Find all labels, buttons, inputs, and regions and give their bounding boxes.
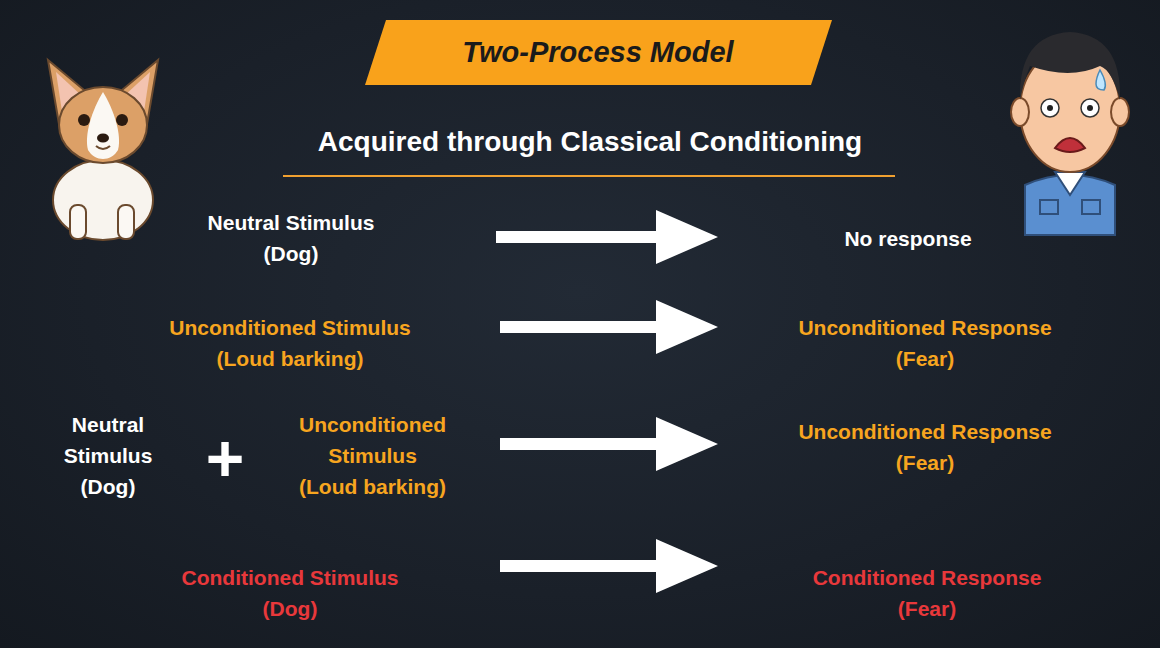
node-heading: Unconditioned Response xyxy=(718,416,1132,447)
node-heading: Conditioned Stimulus xyxy=(80,562,500,593)
block-arrow xyxy=(496,210,718,264)
node-heading: Neutral Stimulus xyxy=(54,409,162,471)
man-eye xyxy=(1081,99,1099,117)
node-heading: Unconditioned Stimulus xyxy=(285,409,460,471)
node-heading: Neutral Stimulus xyxy=(196,207,386,238)
node-note: (Dog) xyxy=(80,593,500,624)
subtitle: Acquired through Classical Conditioning xyxy=(270,120,910,164)
man-hair xyxy=(1020,32,1120,100)
node-heading: Unconditioned Stimulus xyxy=(80,312,500,343)
man-pupil xyxy=(1087,105,1093,111)
title-banner xyxy=(365,20,832,85)
subtitle-underline xyxy=(283,175,895,177)
dog-eye xyxy=(116,114,128,126)
node-note: (Fear) xyxy=(718,593,1136,624)
sweat-drop xyxy=(1096,70,1105,90)
dog-blaze xyxy=(87,92,119,159)
dog-leg xyxy=(70,205,86,239)
dog-body xyxy=(53,160,153,240)
conditioning-node: Unconditioned Response(Fear) xyxy=(718,412,1132,482)
node-note: (Fear) xyxy=(718,447,1132,478)
conditioning-node: Conditioned Stimulus(Dog) xyxy=(80,558,500,628)
conditioning-node: Neutral Stimulus(Dog) xyxy=(48,405,168,505)
man-collar xyxy=(1055,172,1085,195)
conditioning-node: Unconditioned Stimulus(Loud barking) xyxy=(80,308,500,378)
man-pocket xyxy=(1082,200,1100,214)
block-arrow xyxy=(500,300,718,354)
man-eye xyxy=(1041,99,1059,117)
conditioning-node: Conditioned Response(Fear) xyxy=(718,558,1136,628)
node-note: (Dog) xyxy=(54,471,162,502)
node-heading: No response xyxy=(718,223,1098,254)
dog-illustration xyxy=(48,60,158,240)
diagram-title: Two-Process Model xyxy=(372,20,824,85)
man-ear xyxy=(1111,98,1129,126)
plus-sign: + xyxy=(193,420,257,496)
node-heading: Unconditioned Response xyxy=(718,312,1132,343)
conditioning-node: No response xyxy=(718,222,1098,254)
node-note: (Loud barking) xyxy=(80,343,500,374)
dog-nose xyxy=(97,134,109,143)
dog-leg xyxy=(118,205,134,239)
man-illustration xyxy=(1011,32,1129,235)
block-arrow xyxy=(500,417,718,471)
conditioning-node: Unconditioned Stimulus(Loud barking) xyxy=(285,405,500,505)
conditioning-node: Unconditioned Response(Fear) xyxy=(718,308,1132,378)
dog-head xyxy=(59,87,147,163)
conditioning-node: Neutral Stimulus(Dog) xyxy=(196,205,496,271)
node-note: (Dog) xyxy=(196,238,386,269)
node-note: (Loud barking) xyxy=(285,471,460,502)
dog-mouth xyxy=(96,146,110,149)
man-pocket xyxy=(1040,200,1058,214)
dog-eye xyxy=(78,114,90,126)
node-note: (Fear) xyxy=(718,343,1132,374)
man-ear xyxy=(1011,98,1029,126)
block-arrow xyxy=(500,539,718,593)
node-heading: Conditioned Response xyxy=(718,562,1136,593)
man-pupil xyxy=(1047,105,1053,111)
man-mouth xyxy=(1055,138,1085,152)
